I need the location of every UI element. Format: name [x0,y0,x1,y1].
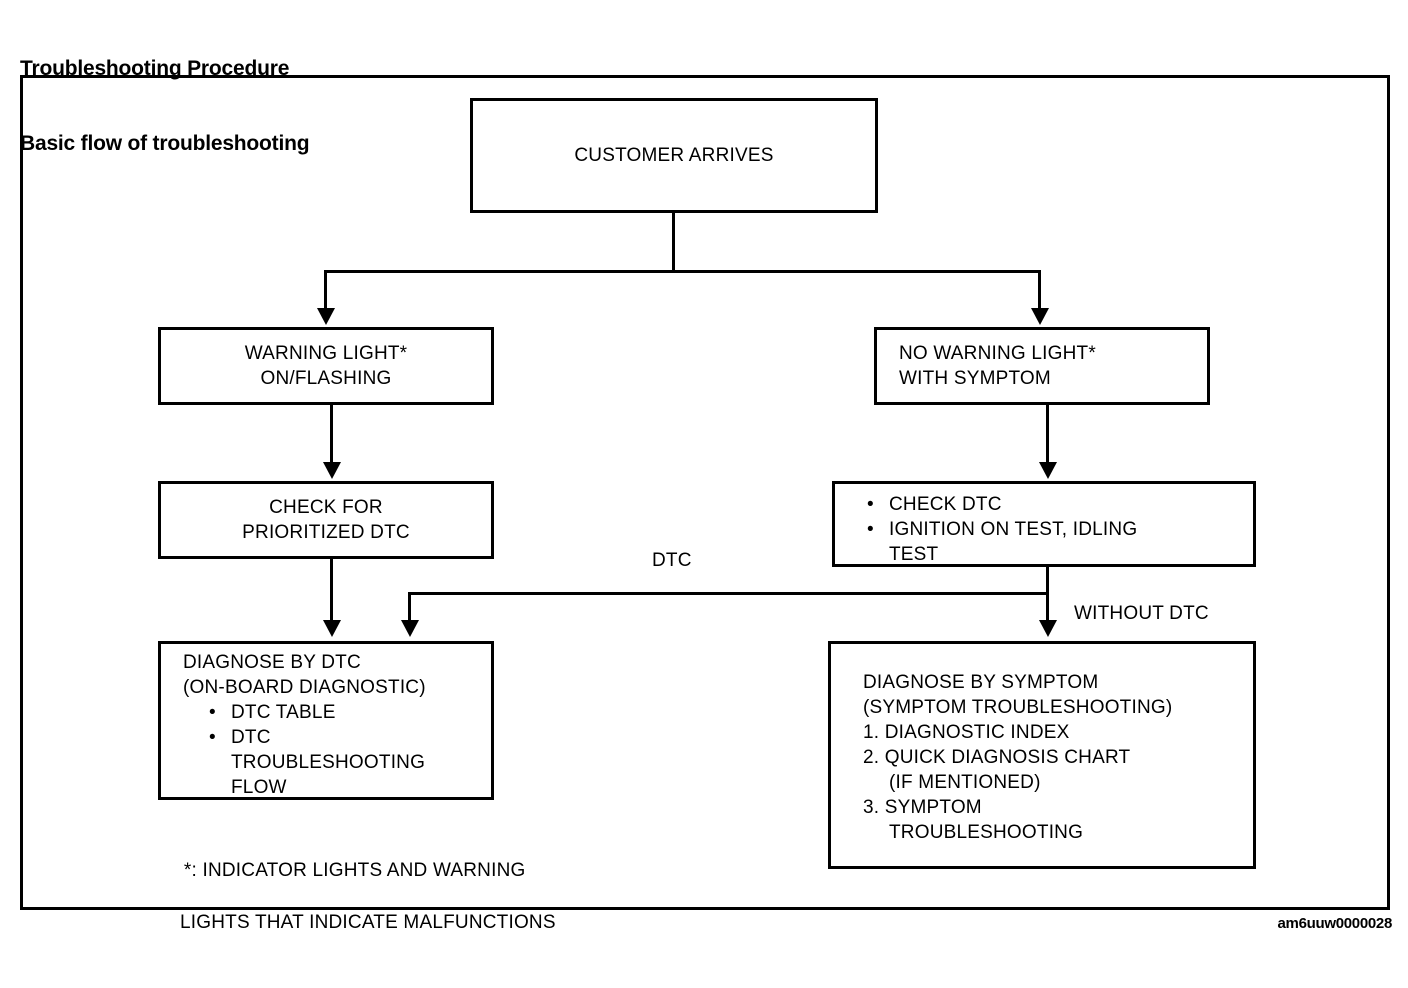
node-check-prioritized-dtc: CHECK FOR PRIORITIZED DTC [158,481,494,559]
list-item: DTC [205,725,491,750]
page-title: Troubleshooting Procedure Basic flow of … [20,6,310,206]
list-item: (IF MENTIONED) [889,772,1041,793]
list-item: FLOW [231,777,287,798]
node-no-warning-light-line-2: WITH SYMPTOM [899,368,1051,389]
node-diagnose-by-symptom: DIAGNOSE BY SYMPTOM (SYMPTOM TROUBLESHOO… [828,641,1256,869]
node-check-dtc-tests: CHECK DTC IGNITION ON TEST, IDLING TEST [832,481,1256,567]
figure-code: am6uuw0000028 [1277,915,1392,932]
list-item: CHECK DTC [863,492,1253,517]
node-diagnose-by-symptom-heading-1: DIAGNOSE BY SYMPTOM [863,672,1099,693]
connector-without-dtc-down [1046,592,1049,624]
connector-no-warning-light-to-check-dtc [1046,405,1049,465]
node-customer-arrives: CUSTOMER ARRIVES [470,98,878,213]
node-diagnose-by-dtc: DIAGNOSE BY DTC (ON-BOARD DIAGNOSTIC) DT… [158,641,494,800]
node-check-prioritized-dtc-text: CHECK FOR PRIORITIZED DTC [242,495,410,545]
connector-check-prioritized-to-diagnose-dtc [330,559,333,623]
node-diagnose-by-symptom-list: 1. DIAGNOSTIC INDEX 2. QUICK DIAGNOSIS C… [863,720,1253,845]
list-item: TEST [889,544,939,565]
figure-frame [20,75,1390,910]
list-item: DTC TABLE [205,700,491,725]
list-item: IGNITION ON TEST, IDLING [863,517,1253,542]
node-diagnose-by-dtc-heading-1: DIAGNOSE BY DTC [183,652,361,673]
arrowhead-dtc-to-diagnose-by-dtc [401,620,419,637]
connector-split-to-warning-light [324,270,327,312]
page-root: Troubleshooting Procedure Basic flow of … [0,0,1408,936]
list-item: TROUBLESHOOTING [231,752,426,773]
edge-label-without-dtc: WITHOUT DTC [1074,603,1209,624]
connector-customer-arrives-stem [672,213,675,272]
node-no-warning-light-text: NO WARNING LIGHT* WITH SYMPTOM [899,341,1096,391]
node-diagnose-by-dtc-heading-2: (ON-BOARD DIAGNOSTIC) [183,677,426,698]
node-check-prioritized-dtc-line-1: CHECK FOR [269,497,383,518]
arrowhead-to-warning-light [317,308,335,325]
list-item: 1. DIAGNOSTIC INDEX [863,722,1070,743]
arrowhead-to-no-warning-light [1031,308,1049,325]
footnote-indicator-lights: *: INDICATOR LIGHTS AND WARNING LIGHTS T… [162,832,556,988]
node-no-warning-light-line-1: NO WARNING LIGHT* [899,343,1096,364]
footnote-line-1: *: INDICATOR LIGHTS AND WARNING [183,860,526,881]
connector-split-bus [324,270,1041,273]
node-diagnose-by-symptom-heading-2: (SYMPTOM TROUBLESHOOTING) [863,697,1173,718]
list-item: 2. QUICK DIAGNOSIS CHART [863,747,1131,768]
connector-split-to-no-warning-light [1038,270,1041,312]
connector-dtc-branch-down [408,592,411,624]
connector-dtc-branch-bus [408,592,1049,595]
list-item: TROUBLESHOOTING [889,822,1084,843]
connector-check-dtc-stem [1046,567,1049,595]
arrowhead-without-dtc-to-diagnose-by-symptom [1039,620,1057,637]
page-title-line-2: Basic flow of troubleshooting [20,132,310,155]
arrowhead-to-check-dtc-tests [1039,462,1057,479]
node-warning-light-text: WARNING LIGHT* ON/FLASHING [245,341,408,391]
footnote-line-2: LIGHTS THAT INDICATE MALFUNCTIONS [180,912,556,933]
node-warning-light-line-2: ON/FLASHING [260,368,392,389]
connector-warning-light-to-check-prioritized [330,405,333,465]
node-customer-arrives-label: CUSTOMER ARRIVES [574,145,774,166]
node-diagnose-by-dtc-list: DTC TABLE DTC TROUBLESHOOTING FLOW [205,700,491,800]
node-no-warning-light: NO WARNING LIGHT* WITH SYMPTOM [874,327,1210,405]
arrowhead-to-diagnose-by-dtc [323,620,341,637]
arrowhead-to-check-prioritized-dtc [323,462,341,479]
node-check-dtc-tests-list: CHECK DTC IGNITION ON TEST, IDLING TEST [863,492,1253,567]
edge-label-dtc: DTC [652,550,692,571]
list-item: 3. SYMPTOM [863,797,982,818]
node-check-prioritized-dtc-line-2: PRIORITIZED DTC [242,522,410,543]
node-warning-light-line-1: WARNING LIGHT* [244,343,408,364]
page-title-line-1: Troubleshooting Procedure [20,57,290,80]
node-warning-light: WARNING LIGHT* ON/FLASHING [158,327,494,405]
